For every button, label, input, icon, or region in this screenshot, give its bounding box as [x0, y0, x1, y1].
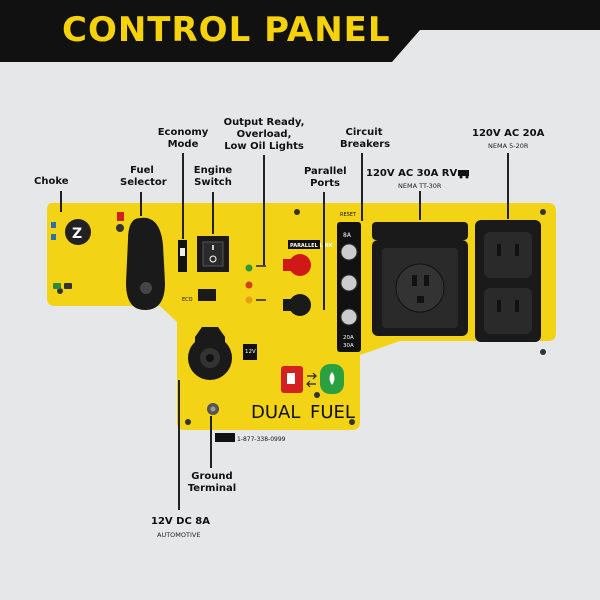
eco-label: ECO — [182, 297, 193, 303]
ground-terminal-line-1: Ground — [191, 471, 233, 482]
fuel-selector-line-2: Selector — [120, 177, 167, 188]
parallel-link-text: PARALLEL LINK — [290, 243, 334, 249]
parallel-link-tag — [288, 240, 320, 249]
ground-terminal-label: Ground Terminal — [186, 471, 238, 495]
economy-mode-leader — [182, 153, 184, 239]
dc-tag — [243, 344, 257, 360]
engine-switch-leader — [212, 192, 214, 234]
output-ready-leader — [263, 155, 265, 265]
screw — [349, 419, 355, 425]
circuit-breakers-label: Circuit Breakers — [340, 127, 391, 151]
propane-icon — [320, 364, 344, 394]
economy-mode-line-1: Economy — [157, 127, 209, 138]
output-ready-label: Output Ready, Overload, Low Oil Lights — [222, 117, 306, 153]
choke-leader — [60, 191, 62, 212]
economy-mode-switch[interactable] — [178, 240, 187, 272]
screw — [540, 349, 546, 355]
ac-20a-outlet[interactable] — [475, 220, 541, 342]
eco-button[interactable] — [198, 289, 216, 301]
parallel-port-black[interactable] — [283, 294, 311, 316]
dc-tag-text: 12V — [245, 349, 256, 355]
parallel-ports-line-2: Ports — [310, 178, 340, 189]
parallel-ports-label: Parallel Ports — [304, 166, 347, 190]
fuel-selector-label: Fuel Selector — [120, 165, 167, 189]
ac20-outlet-label: 120V AC 20A — [472, 128, 545, 139]
overload-light — [245, 281, 253, 289]
fuel-selector-line-1: Fuel — [130, 165, 154, 176]
engine-switch-line-2: Switch — [194, 177, 232, 188]
indicator-lights — [245, 264, 266, 304]
breaker-30a[interactable] — [340, 308, 358, 326]
breaker-20a-label: 20A — [343, 335, 354, 341]
header-shape — [0, 0, 600, 62]
engine-switch-line-1: Engine — [193, 165, 233, 176]
circuit-breakers-line-1: Circuit — [345, 127, 383, 138]
circuit-breakers-leader — [361, 153, 363, 221]
screw — [294, 209, 300, 215]
rv-icon — [458, 170, 469, 179]
breaker-8a-label: 8A — [343, 232, 352, 239]
breaker-30a-label: 30A — [343, 343, 354, 349]
engine-switch[interactable] — [197, 236, 229, 272]
fuel-can-icon — [116, 212, 124, 232]
output-ready-line-1: Output Ready, — [223, 117, 305, 128]
rv-outlet-leader — [419, 191, 421, 220]
low-oil-light — [245, 296, 253, 304]
lock-icon — [53, 283, 72, 289]
svg-text:Z: Z — [72, 226, 82, 242]
rv-outlet-30a[interactable] — [372, 222, 468, 336]
ac20-outlet-sublabel: NEMA 5-20R — [488, 142, 529, 150]
parallel-ports-leader — [323, 192, 325, 310]
breaker-8a[interactable] — [340, 243, 358, 261]
rv-outlet-label: 120V AC 30A RV — [366, 168, 458, 179]
screw — [57, 288, 63, 294]
header-banner: CONTROL PANEL — [0, 0, 600, 62]
brand-fuel: FUEL — [310, 402, 355, 423]
economy-mode-label: Economy Mode — [157, 127, 209, 151]
rv-outlet-sublabel: NEMA TT-30R — [398, 182, 442, 190]
phone-number: 1-877-338-0999 — [237, 436, 286, 443]
dc-12v-outlet[interactable] — [188, 327, 232, 380]
fuel-selector-leader — [140, 192, 142, 216]
ground-terminal-line-2: Terminal — [187, 483, 237, 494]
ground-terminal[interactable] — [207, 403, 219, 415]
fuel-selector-knob[interactable] — [126, 217, 165, 310]
gasoline-icon — [281, 366, 303, 393]
phone-icon — [215, 433, 235, 442]
brand-dual: DUAL — [251, 402, 300, 423]
choke-label: Choke — [34, 176, 69, 187]
dc-outlet-leader — [178, 380, 180, 510]
reset-label: RESET — [340, 212, 357, 218]
switch-arrows-icon — [306, 372, 317, 388]
economy-mode-line-2: Mode — [167, 139, 199, 150]
parallel-ports-line-1: Parallel — [304, 166, 347, 177]
choke-knob[interactable]: Z — [65, 219, 91, 245]
ac20-outlet-leader — [507, 153, 509, 219]
ground-terminal-leader — [210, 416, 212, 468]
dc-outlet-sublabel: AUTOMOTIVE — [157, 531, 201, 539]
dc-outlet-label: 12V DC 8A — [151, 516, 210, 527]
output-ready-line-2: Overload, — [236, 129, 292, 140]
screw — [314, 392, 320, 398]
engine-switch-label: Engine Switch — [192, 165, 234, 189]
breaker-20a[interactable] — [340, 274, 358, 292]
output-ready-light — [245, 264, 253, 272]
output-ready-line-3: Low Oil Lights — [224, 141, 304, 152]
choke-icon — [51, 222, 56, 240]
page-title: CONTROL PANEL — [62, 10, 391, 50]
parallel-port-red[interactable] — [283, 254, 311, 276]
screw — [540, 209, 546, 215]
screw — [185, 419, 191, 425]
circuit-breakers-line-2: Breakers — [340, 139, 391, 150]
